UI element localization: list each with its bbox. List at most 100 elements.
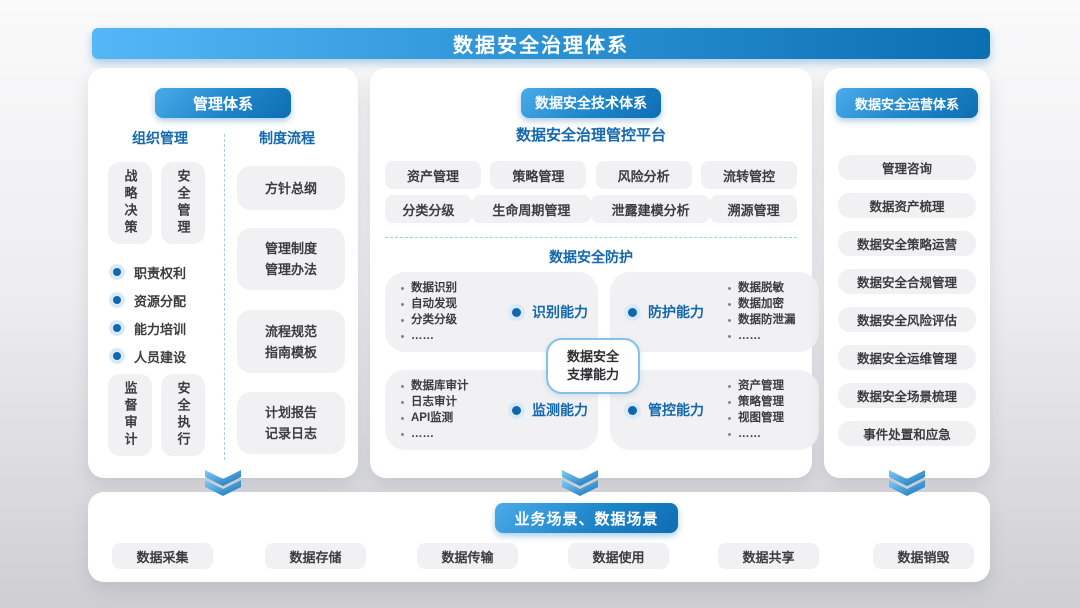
capability-item-list: 数据库审计 日志审计 API监测 …… bbox=[401, 378, 508, 442]
list-item: 数据脱敏 bbox=[728, 280, 811, 296]
card-line: 指南模板 bbox=[264, 344, 317, 360]
process-title: 制度流程 bbox=[259, 130, 315, 146]
bullet-label: 职责权利 bbox=[134, 265, 187, 281]
item-label: 策略管理 bbox=[738, 396, 784, 408]
dot-icon bbox=[401, 334, 404, 338]
dot-icon bbox=[401, 400, 404, 404]
capability-item-list: 数据识别 自动发现 分类分级 …… bbox=[401, 280, 508, 344]
list-item: 数据识别 bbox=[401, 280, 508, 296]
security-execution-box: 安全执行 bbox=[161, 374, 205, 456]
item-label: …… bbox=[411, 330, 434, 342]
capability-name: 识别能力 bbox=[532, 304, 588, 320]
list-item: 视图管理 bbox=[728, 410, 811, 426]
dot-icon bbox=[401, 286, 404, 290]
management-system-header: 管理体系 bbox=[155, 88, 291, 118]
card-line: 方针总纲 bbox=[264, 180, 317, 196]
list-item: 能力培训 bbox=[109, 314, 186, 342]
bullet-dot-icon bbox=[109, 292, 125, 308]
item-label: 分类分级 bbox=[411, 314, 457, 326]
process-spec-card: 流程规范指南模板 bbox=[237, 310, 345, 373]
policy-outline-card: 方针总纲 bbox=[237, 166, 345, 210]
dot-icon bbox=[401, 302, 404, 306]
dot-icon bbox=[728, 334, 731, 338]
scenario-item: 数据共享 bbox=[718, 543, 819, 569]
platform-pill: 资产管理 bbox=[385, 161, 481, 189]
chevron-down-icon bbox=[562, 470, 598, 496]
list-item: 分类分级 bbox=[401, 312, 508, 328]
dot-icon bbox=[728, 384, 731, 388]
title-banner: 数据安全治理体系 bbox=[92, 28, 990, 59]
capability-label: 防护能力 bbox=[624, 302, 704, 322]
scenario-item: 数据使用 bbox=[568, 543, 669, 569]
scenario-item: 数据传输 bbox=[417, 543, 518, 569]
bullet-dot-icon bbox=[109, 348, 125, 364]
chevron-down-icon bbox=[889, 470, 925, 496]
list-item: 策略管理 bbox=[728, 394, 811, 410]
identify-capability-box: 数据识别 自动发现 分类分级 …… 识别能力 bbox=[385, 272, 598, 352]
list-item: …… bbox=[401, 328, 508, 344]
card-line: 管理制度 bbox=[264, 241, 317, 256]
item-label: 数据防泄漏 bbox=[738, 314, 796, 326]
platform-pill: 分类分级 bbox=[385, 195, 472, 223]
vertical-box-label: 安全管理 bbox=[175, 169, 191, 237]
platform-pill-row-2: 分类分级 生命周期管理 泄露建模分析 溯源管理 bbox=[385, 195, 797, 223]
item-label: …… bbox=[738, 330, 761, 342]
management-system-panel: 管理体系 组织管理 制度流程 战略决策 安全管理 职责权利 资源分配 能力培训 … bbox=[88, 68, 358, 478]
capability-label: 监测能力 bbox=[508, 400, 588, 420]
item-label: 自动发现 bbox=[411, 298, 457, 310]
platform-pill: 生命周期管理 bbox=[471, 195, 591, 223]
list-item: …… bbox=[728, 328, 811, 344]
operations-item: 管理咨询 bbox=[838, 155, 976, 180]
dot-icon bbox=[728, 318, 731, 322]
list-item: 数据防泄漏 bbox=[728, 312, 811, 328]
list-item: 资产管理 bbox=[728, 378, 811, 394]
list-item: 人员建设 bbox=[109, 342, 186, 370]
management-rules-card: 管理制度管理办法 bbox=[237, 228, 345, 290]
bullet-dot-icon bbox=[624, 303, 641, 321]
bullet-dot-icon bbox=[109, 320, 125, 336]
bullet-dot-icon bbox=[508, 401, 525, 419]
list-item: 职责权利 bbox=[109, 258, 186, 286]
bullet-label: 资源分配 bbox=[134, 293, 187, 309]
control-capability-box: 管控能力 资产管理 策略管理 视图管理 …… bbox=[610, 370, 819, 450]
item-label: …… bbox=[411, 428, 434, 440]
security-management-box: 安全管理 bbox=[161, 162, 205, 244]
operations-system-header: 数据安全运营体系 bbox=[836, 88, 978, 118]
dot-icon bbox=[401, 318, 404, 322]
capsule-line: 数据安全 bbox=[566, 349, 619, 364]
organization-title: 组织管理 bbox=[132, 130, 188, 146]
item-label: 数据加密 bbox=[738, 298, 784, 310]
list-item: …… bbox=[728, 426, 811, 442]
operations-item: 数据安全风险评估 bbox=[838, 307, 976, 332]
operations-item: 数据安全策略运营 bbox=[838, 231, 976, 256]
item-label: 数据库审计 bbox=[411, 380, 469, 392]
item-label: 数据识别 bbox=[411, 282, 457, 294]
item-label: 数据脱敏 bbox=[738, 282, 784, 294]
dot-icon bbox=[728, 432, 731, 436]
operations-item: 数据资产梳理 bbox=[838, 193, 976, 218]
chevron-down-icon bbox=[205, 470, 241, 496]
vertical-box-label: 监督审计 bbox=[122, 381, 138, 449]
organization-bullet-list: 职责权利 资源分配 能力培训 人员建设 bbox=[109, 258, 186, 370]
list-item: API监测 bbox=[401, 410, 508, 426]
capability-item-list: 资产管理 策略管理 视图管理 …… bbox=[704, 378, 811, 442]
capability-name: 监测能力 bbox=[532, 402, 588, 418]
capsule-line: 支撑能力 bbox=[566, 367, 619, 382]
operations-item: 数据安全合规管理 bbox=[838, 269, 976, 294]
scenario-item: 数据销毁 bbox=[873, 543, 974, 569]
support-capability-capsule: 数据安全 支撑能力 bbox=[546, 338, 640, 394]
scenario-item: 数据存储 bbox=[265, 543, 366, 569]
protect-capability-box: 防护能力 数据脱敏 数据加密 数据防泄漏 …… bbox=[610, 272, 819, 352]
item-label: 日志审计 bbox=[411, 396, 457, 408]
list-item: …… bbox=[401, 426, 508, 442]
operations-item: 数据安全场景梳理 bbox=[838, 383, 976, 408]
operations-system-panel: 数据安全运营体系 管理咨询 数据资产梳理 数据安全策略运营 数据安全合规管理 数… bbox=[824, 68, 990, 478]
main-title: 数据安全治理体系 bbox=[453, 35, 629, 57]
list-item: 数据加密 bbox=[728, 296, 811, 312]
capability-name: 管控能力 bbox=[648, 402, 704, 418]
vertical-box-label: 战略决策 bbox=[122, 169, 138, 237]
capability-label: 识别能力 bbox=[508, 302, 588, 322]
platform-pill: 策略管理 bbox=[490, 161, 587, 189]
dot-icon bbox=[728, 286, 731, 290]
